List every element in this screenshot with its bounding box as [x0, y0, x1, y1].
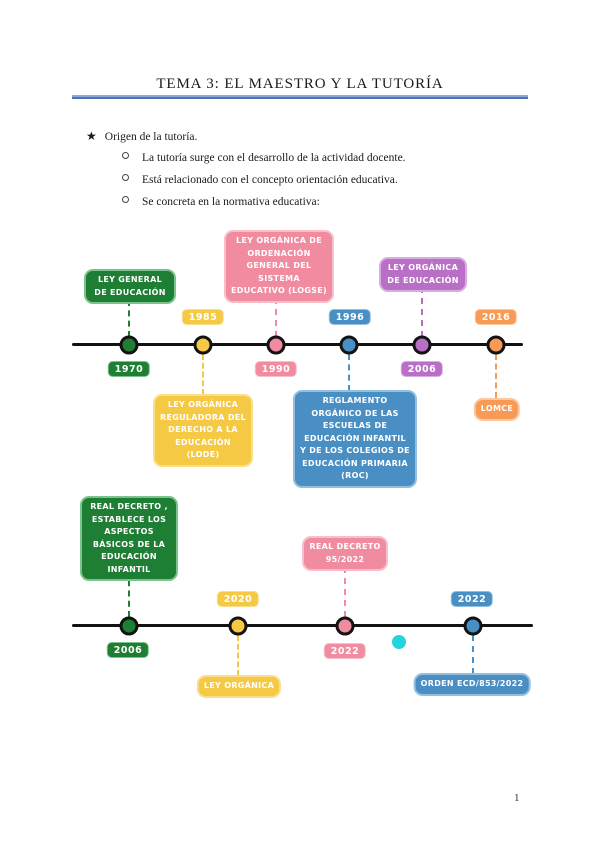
circle-bullet-icon	[122, 152, 129, 159]
note-item: La tutoría surge con el desarrollo de la…	[142, 152, 406, 164]
event-connector	[237, 635, 239, 676]
event-node	[193, 335, 213, 355]
page-title: TEMA 3: EL MAESTRO Y LA TUTORÍA	[156, 76, 444, 93]
event-label-box: LEY GENERAL DE EDUCACIÓN	[84, 269, 176, 304]
year-badge: 1970	[107, 361, 151, 377]
event-node	[266, 335, 286, 355]
event-label-box: LEY ORGÁNICA DE ORDENACIÓN GENERAL DEL S…	[224, 230, 334, 303]
event-label-box: ORDEN ECD/853/2022	[413, 673, 531, 696]
event-node	[463, 616, 483, 636]
event-connector	[275, 287, 277, 337]
event-connector	[202, 354, 204, 395]
year-badge: 2022	[450, 591, 494, 607]
note-heading-row: ★ Origen de la tutoría.	[86, 129, 197, 144]
event-connector	[344, 567, 346, 617]
event-label-box: LEY ORGÁNICA	[196, 675, 282, 698]
event-label-box: REGLAMENTO ORGÁNICO DE LAS ESCUELAS DE E…	[293, 390, 417, 488]
year-badge: 2016	[474, 309, 518, 325]
title-divider	[72, 95, 528, 99]
year-badge: 2006	[400, 361, 444, 377]
event-node	[228, 616, 248, 636]
note-heading: Origen de la tutoría.	[104, 131, 198, 143]
star-bullet-icon: ★	[86, 129, 97, 143]
year-badge: 1990	[254, 361, 298, 377]
event-connector	[495, 354, 497, 398]
event-connector	[472, 635, 474, 674]
event-connector	[128, 300, 130, 337]
event-node	[412, 335, 432, 355]
event-label-box: LEY ORGÁNICA DE EDUCACIÓN	[379, 257, 467, 292]
event-label-box: LOMCE	[473, 398, 521, 421]
event-node	[486, 335, 506, 355]
year-badge: 1996	[328, 309, 372, 325]
event-node	[119, 616, 139, 636]
event-label-box: REAL DECRETO 95/2022	[302, 536, 388, 571]
year-badge: 2022	[323, 643, 367, 659]
event-node	[119, 335, 139, 355]
note-item-row: La tutoría surge con el desarrollo de la…	[122, 152, 406, 164]
year-badge: 2020	[216, 591, 260, 607]
event-connector	[128, 570, 130, 617]
timeline-axis	[72, 343, 523, 346]
circle-bullet-icon	[122, 196, 129, 203]
note-item: Se concreta en la normativa educativa:	[142, 196, 320, 208]
event-node	[335, 616, 355, 636]
year-badge: 1985	[181, 309, 225, 325]
timeline-axis	[72, 624, 533, 627]
event-label-box: LEY ORGÁNICA REGULADORA DEL DERECHO A LA…	[153, 394, 253, 467]
year-badge: 2006	[106, 642, 150, 658]
event-node	[339, 335, 359, 355]
event-connector	[348, 354, 350, 391]
page-number: 1	[514, 792, 520, 804]
note-item-row: Se concreta en la normativa educativa:	[122, 196, 320, 208]
note-item: Está relacionado con el concepto orienta…	[142, 174, 398, 186]
circle-bullet-icon	[122, 174, 129, 181]
note-item-row: Está relacionado con el concepto orienta…	[122, 174, 398, 186]
cyan-marker	[392, 635, 406, 649]
event-label-box: REAL DECRETO , ESTABLECE LOS ASPECTOS BÁ…	[80, 496, 178, 581]
event-connector	[421, 287, 423, 337]
